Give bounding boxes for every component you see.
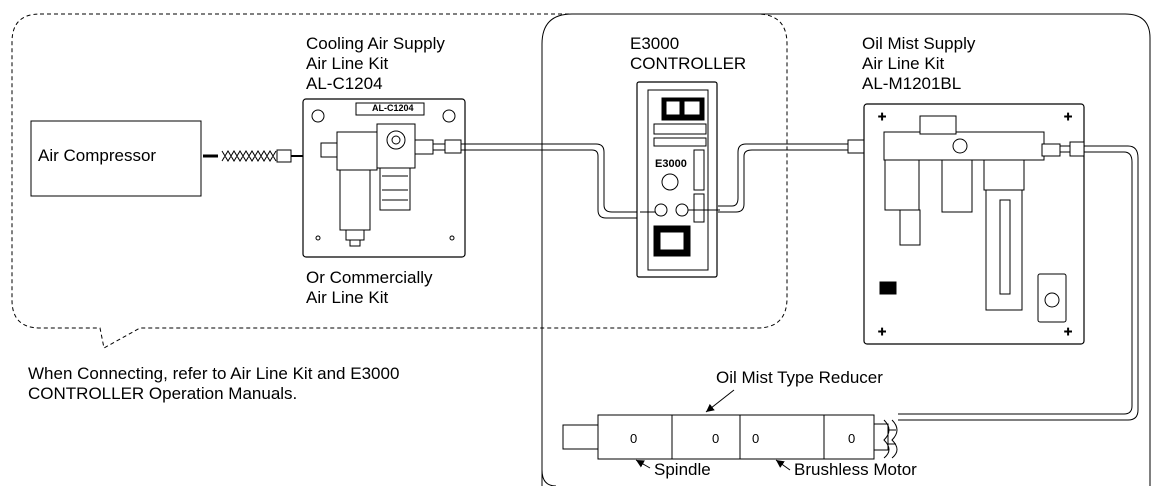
motor-arrow [775,459,791,471]
spindle-arrow [635,459,651,469]
svg-text:+: + [878,323,886,339]
svg-text:0: 0 [848,431,855,446]
note-line-1: When Connecting, refer to Air Line Kit a… [28,364,400,383]
air-compressor-box [30,120,202,197]
cooling-kit-alt-1: Or Commercially [306,268,433,287]
oil-mist-kit-title-2: Air Line Kit [862,54,945,73]
reducer-label: Oil Mist Type Reducer [716,368,883,387]
e3000-controller-unit [636,81,720,278]
svg-text:0: 0 [630,431,637,446]
controller-title-2: CONTROLLER [630,54,747,73]
cooling-kit-title-2: Air Line Kit [306,54,389,73]
controller-title-1: E3000 [630,34,680,53]
cooling-kit-plate-label: AL-C1204 [372,103,414,113]
air-line-controller-to-oil-mist [718,139,865,213]
oil-mist-kit-plate: + + + + [863,103,1085,345]
controller-panel-label: E3000 [655,158,687,170]
oil-mist-kit-title-3: AL-M1201BL [862,74,962,93]
compressor-hose [203,149,305,163]
motor-label: Brushless Motor [794,460,917,479]
note-line-2: CONTROLLER Operation Manuals. [28,384,298,403]
svg-text:0: 0 [712,431,719,446]
oil-mist-kit-title-1: Oil Mist Supply [862,34,976,53]
spindle-motor-assembly [562,414,898,460]
svg-text:+: + [878,108,886,124]
svg-text:0: 0 [752,431,759,446]
cooling-kit-title-3: AL-C1204 [306,74,383,93]
air-compressor-label: Air Compressor [38,146,157,165]
air-supply-callout [11,13,788,349]
cooling-kit-alt-2: Air Line Kit [306,288,389,307]
reducer-arrow [705,389,735,413]
spindle-label: Spindle [654,460,711,479]
system-boundary [541,13,1151,486]
cooling-kit-plate [302,98,466,258]
air-line-oil-mist-to-spindle [898,141,1139,421]
svg-text:+: + [1064,108,1072,124]
air-line-cooling-to-controller [433,139,640,219]
svg-text:+: + [1064,323,1072,339]
cooling-kit-title-1: Cooling Air Supply [306,34,445,53]
